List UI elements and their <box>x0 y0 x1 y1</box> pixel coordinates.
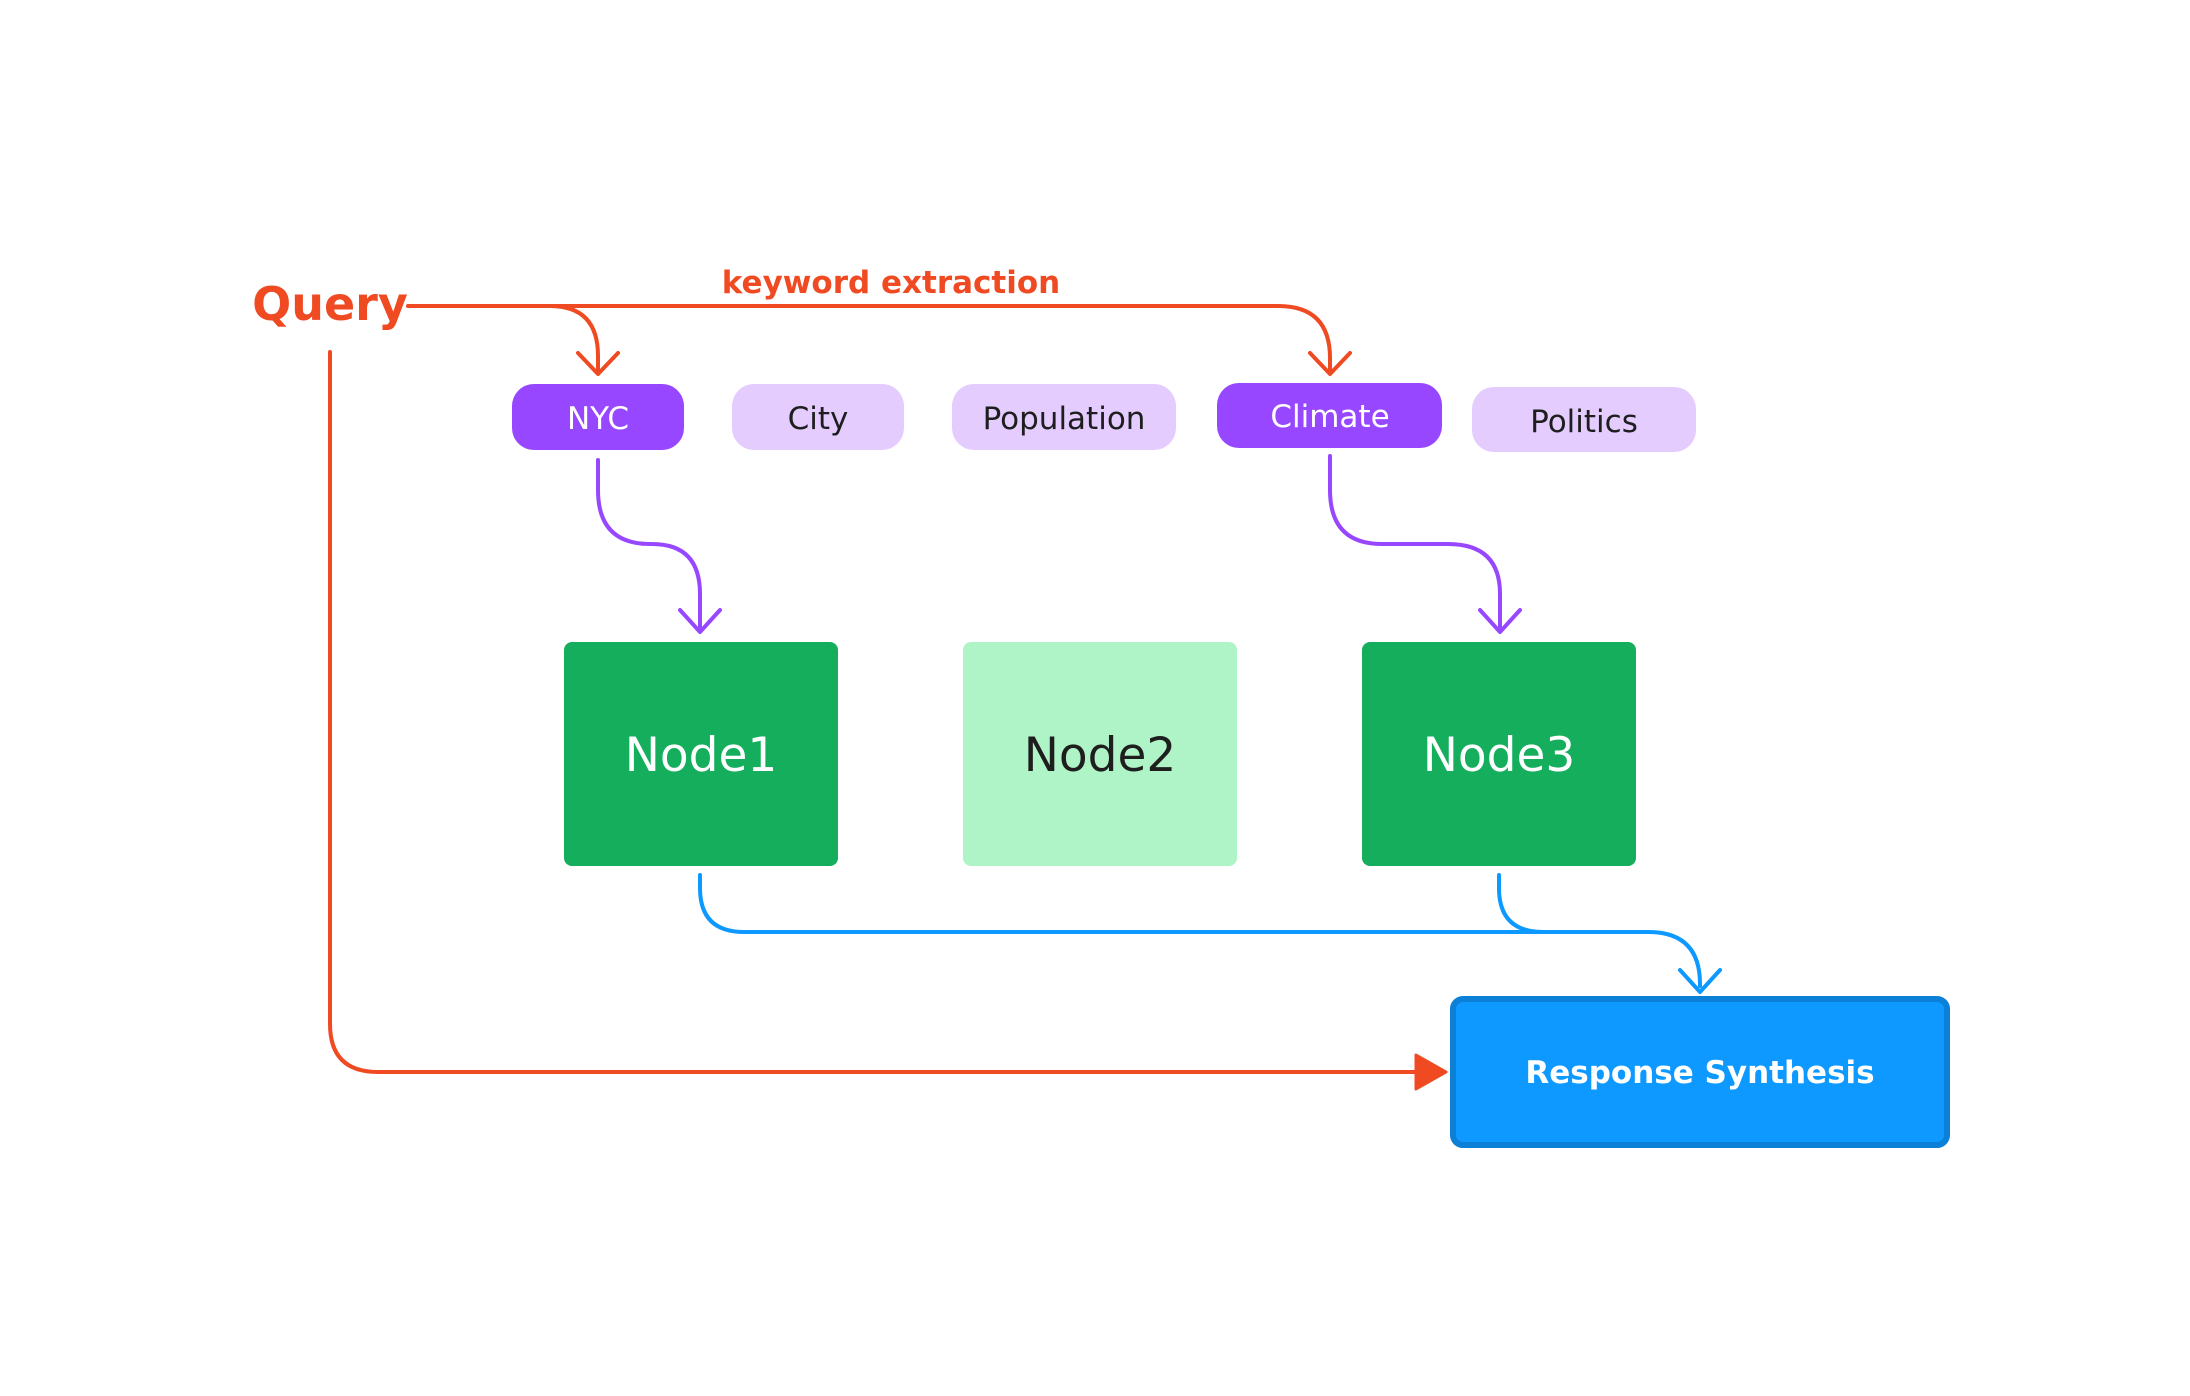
query-to-keywords-arrow <box>406 304 1332 374</box>
keyword-label-city: City <box>788 401 849 437</box>
keyword-extraction-label: keyword extraction <box>722 265 1060 301</box>
response-synthesis-label: Response Synthesis <box>1525 1055 1874 1091</box>
query-to-synthesis-arrow <box>328 350 1424 1074</box>
node3-to-synthesis-arrow <box>1497 873 1545 934</box>
keyword-pill-nyc: NYC <box>512 384 684 450</box>
keyword-pill-politics: Politics <box>1472 387 1696 452</box>
keyword-label-population: Population <box>983 401 1146 437</box>
node1-to-synthesis-arrow <box>698 873 1702 988</box>
node-box-node1: Node1 <box>564 642 838 866</box>
keyword-label-nyc: NYC <box>567 401 629 437</box>
node-label-node3: Node3 <box>1423 728 1576 783</box>
query-branch-nyc-arrow <box>548 304 600 374</box>
node-label-node1: Node1 <box>625 728 778 783</box>
arrowhead-synthesis-nodes <box>1678 968 1722 994</box>
keyword-pill-population: Population <box>952 384 1176 450</box>
arrowhead-climate <box>1308 351 1352 376</box>
response-synthesis-box: Response Synthesis <box>1450 996 1950 1148</box>
keyword-label-climate: Climate <box>1270 399 1389 435</box>
node-label-node2: Node2 <box>1024 728 1177 783</box>
climate-to-node3-arrow <box>1328 454 1502 630</box>
keyword-pill-climate: Climate <box>1217 383 1442 448</box>
nyc-to-node1-arrow <box>596 458 702 630</box>
arrowhead-synthesis-query <box>1414 1053 1448 1091</box>
arrowhead-nyc <box>576 351 620 376</box>
arrowhead-node1 <box>678 608 722 634</box>
query-label: Query <box>252 277 408 331</box>
node-box-node3: Node3 <box>1362 642 1636 866</box>
keyword-pill-city: City <box>732 384 904 450</box>
arrowhead-node3 <box>1478 608 1522 634</box>
keyword-label-politics: Politics <box>1530 404 1638 440</box>
node-box-node2: Node2 <box>963 642 1237 866</box>
